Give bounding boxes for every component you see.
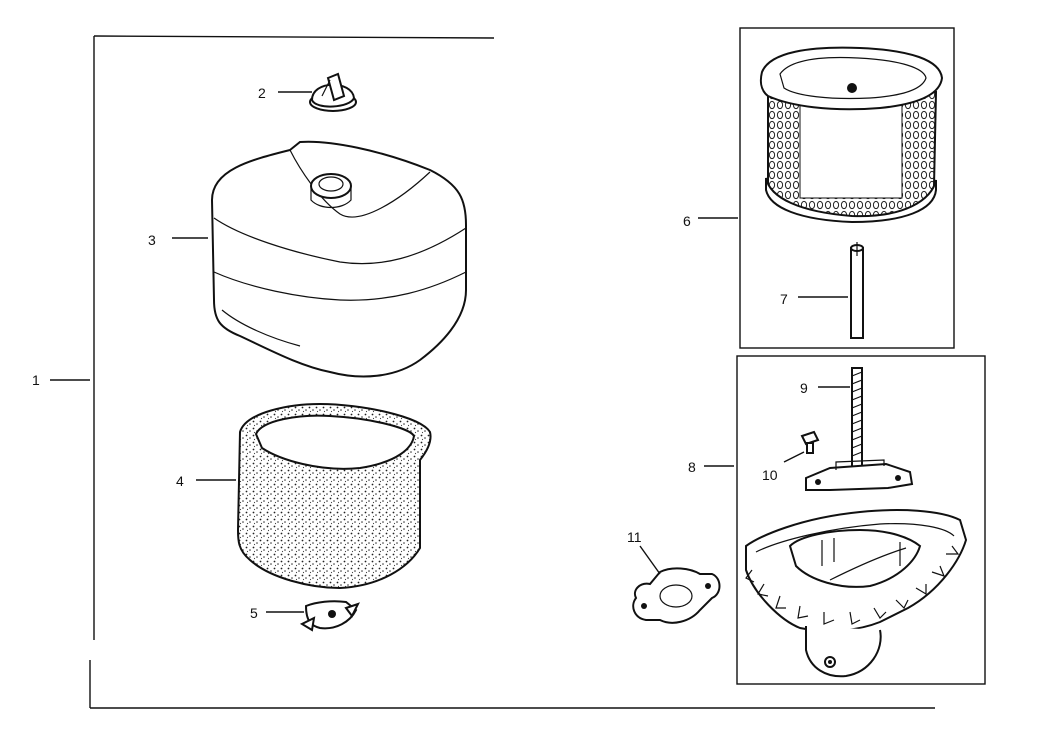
wing-nut-icon xyxy=(309,72,357,112)
group-bracket-1 xyxy=(89,35,935,709)
bracket-plate-icon xyxy=(805,459,914,491)
group-bracket-6 xyxy=(739,27,955,349)
leader-lines xyxy=(50,91,850,613)
air-cleaner-cover-icon xyxy=(210,140,467,378)
group-bracket-8 xyxy=(736,355,986,685)
callout-4: 4 xyxy=(176,473,184,489)
callout-3: 3 xyxy=(148,232,156,248)
stud-icon xyxy=(850,242,864,339)
callout-5: 5 xyxy=(250,605,258,621)
base-plate-icon xyxy=(745,509,968,678)
callout-11: 11 xyxy=(627,529,642,545)
callout-10: 10 xyxy=(762,467,778,483)
callout-2: 2 xyxy=(258,85,266,101)
callout-9: 9 xyxy=(800,380,808,396)
paper-filter-element-icon xyxy=(759,46,944,224)
callout-6: 6 xyxy=(683,213,691,229)
retainer-nut-icon xyxy=(299,600,360,632)
gasket-icon xyxy=(632,567,721,624)
callout-1: 1 xyxy=(32,372,40,388)
foam-precleaner-icon xyxy=(236,402,432,590)
bolt-icon xyxy=(800,430,820,454)
callout-8: 8 xyxy=(688,459,696,475)
callout-labels: 1 2 3 4 5 6 7 8 9 10 11 xyxy=(32,85,808,621)
callout-7: 7 xyxy=(780,291,788,307)
